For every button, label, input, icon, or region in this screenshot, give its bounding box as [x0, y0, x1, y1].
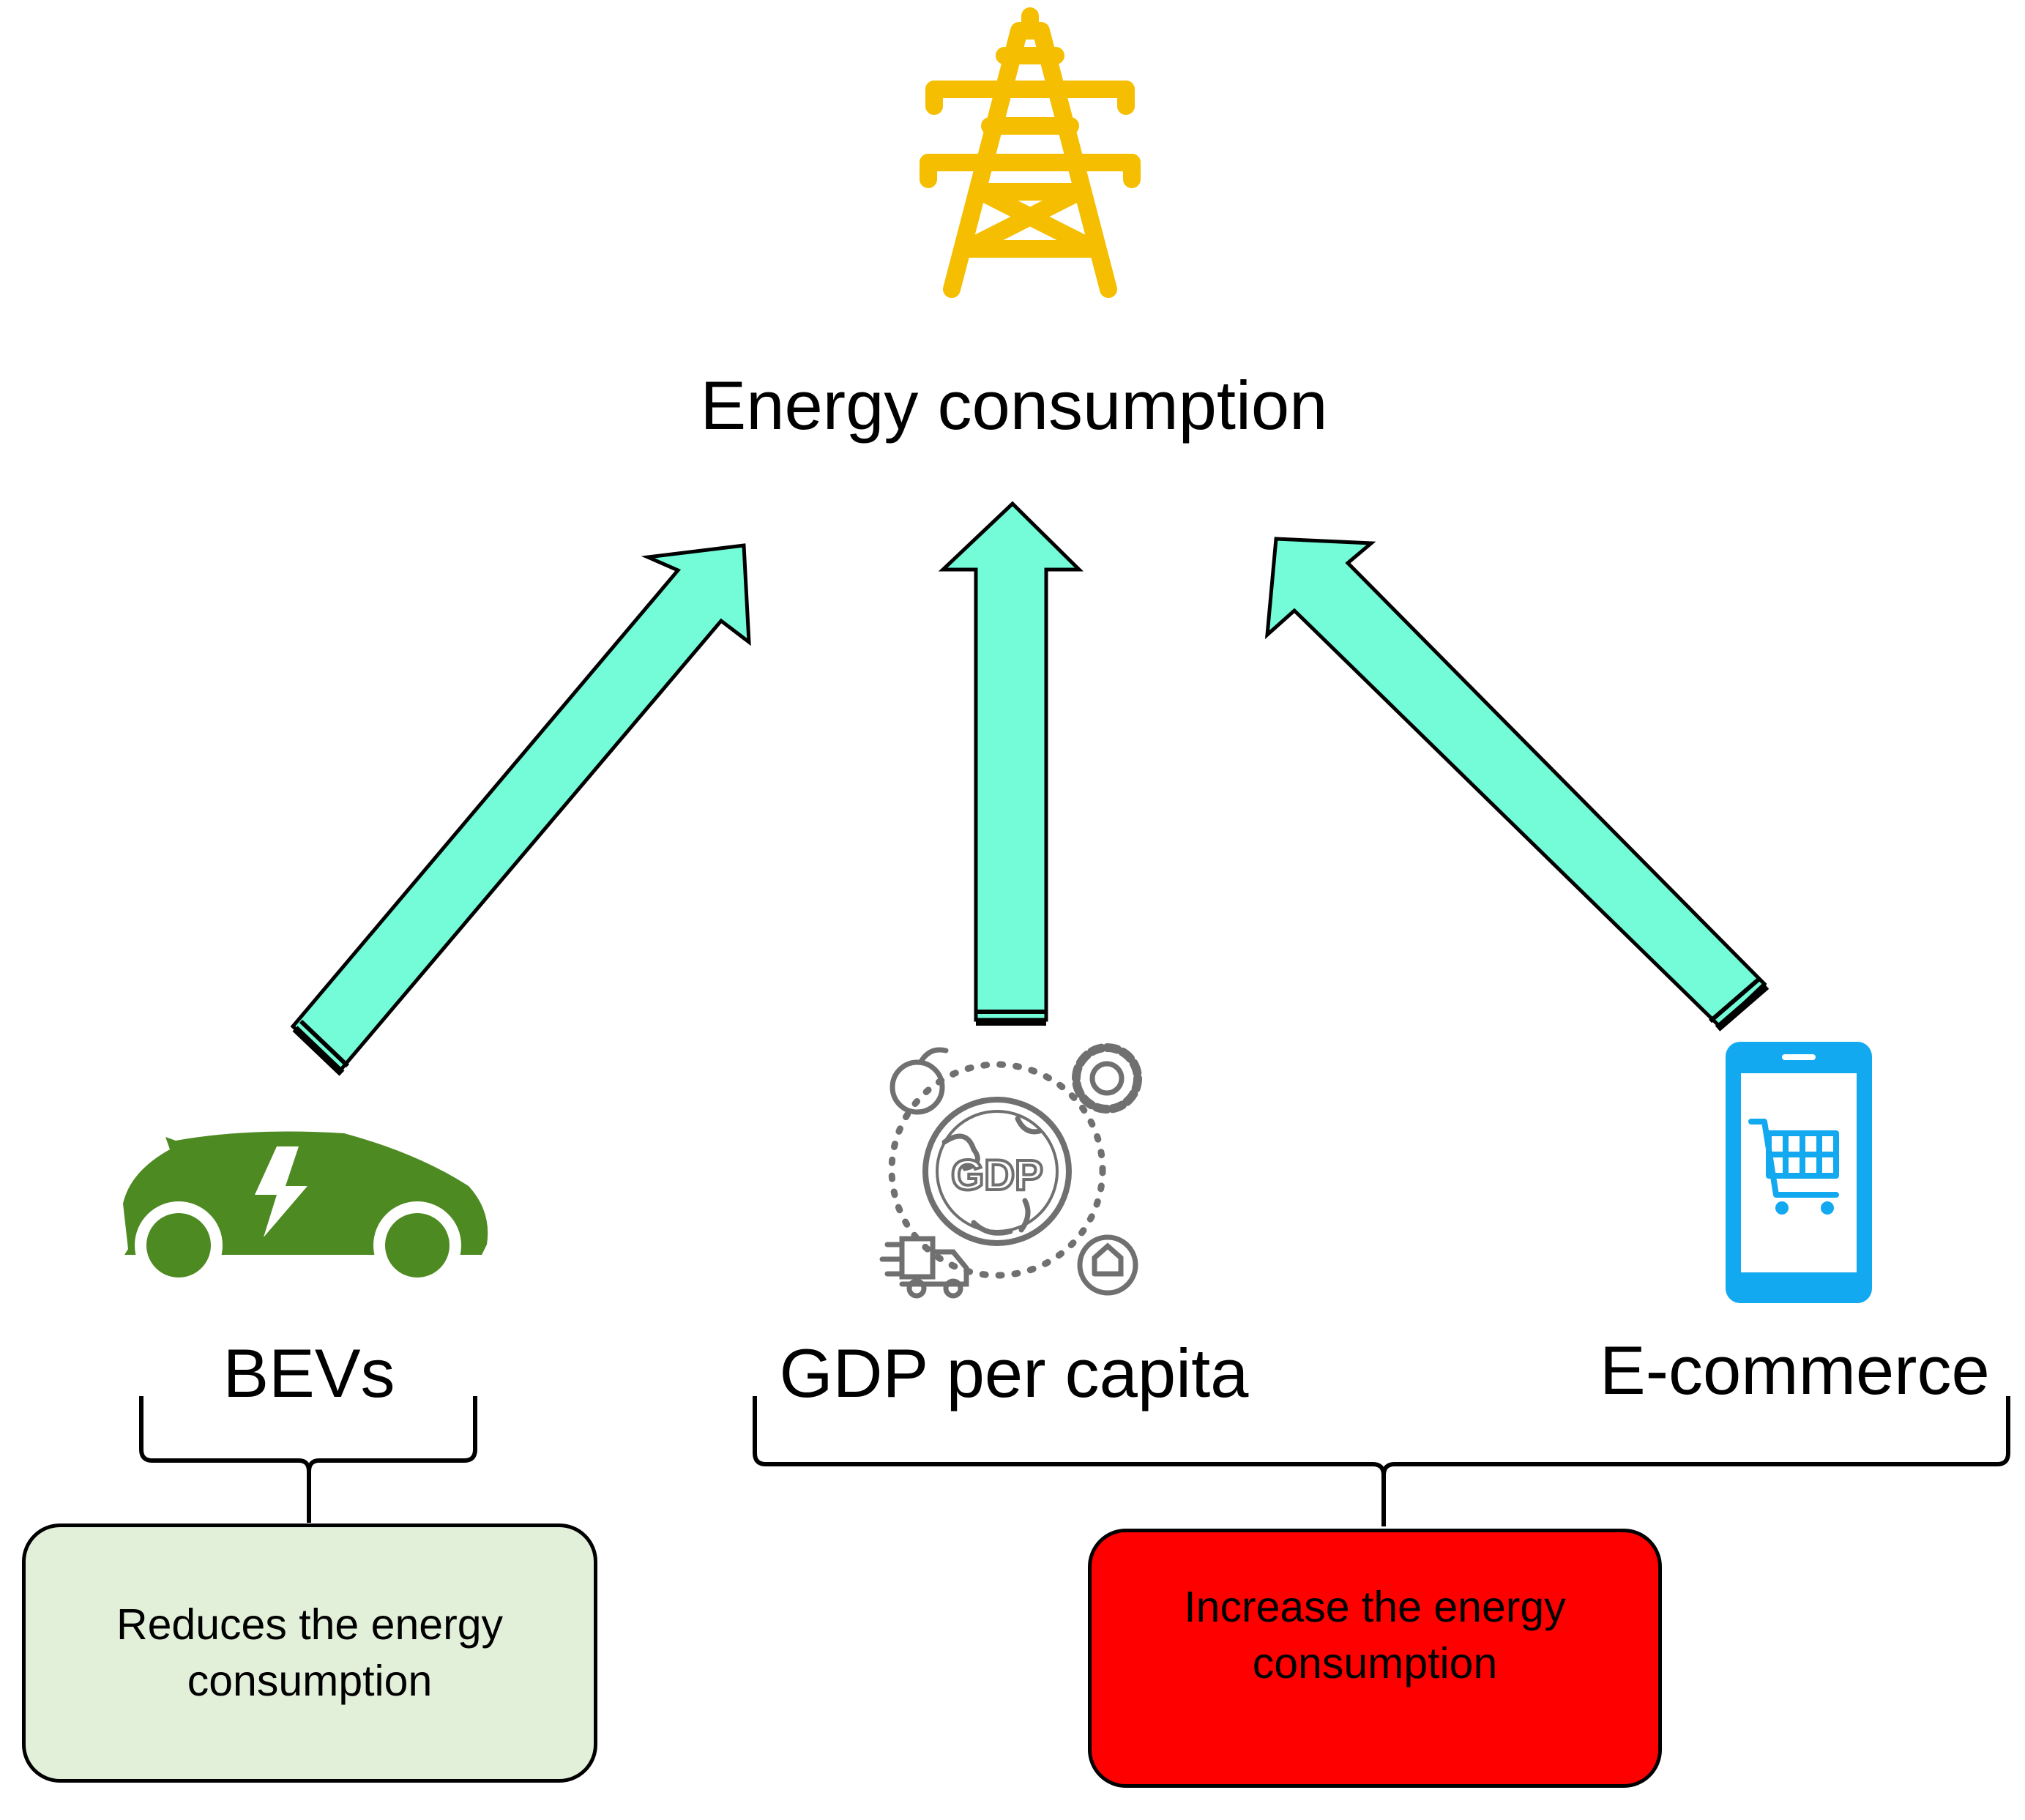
energy-consumption-label: Energy consumption	[700, 367, 1328, 444]
arrow-ecommerce-to-energy	[1264, 537, 1769, 1032]
shopping-cart-phone-icon	[1726, 1042, 1872, 1303]
transmission-tower-icon	[920, 7, 1141, 298]
bevs-label: BEVs	[223, 1335, 395, 1411]
bracket-gdp-ecommerce	[753, 1396, 2010, 1526]
increase-energy-box: Increase the energy consumption	[1088, 1529, 1662, 1788]
bracket-bevs	[139, 1396, 477, 1523]
gdp-per-capita-label: GDP per capita	[779, 1335, 1249, 1411]
electric-car-icon	[123, 1131, 488, 1289]
ecommerce-label: E-commerce	[1600, 1332, 1990, 1409]
increase-line-1: Increase the energy	[1184, 1583, 1566, 1631]
reduces-energy-box: Reduces the energy consumption	[22, 1523, 597, 1783]
gdp-icon-text: GDP	[951, 1152, 1043, 1199]
reduces-line-1: Reduces the energy	[116, 1600, 504, 1649]
gdp-globe-icon: GDP	[879, 1043, 1142, 1299]
arrow-gdp-to-energy	[938, 501, 1084, 1026]
reduces-line-2: consumption	[187, 1657, 433, 1705]
arrow-bevs-to-energy	[290, 543, 751, 1076]
increase-line-2: consumption	[1252, 1639, 1498, 1687]
